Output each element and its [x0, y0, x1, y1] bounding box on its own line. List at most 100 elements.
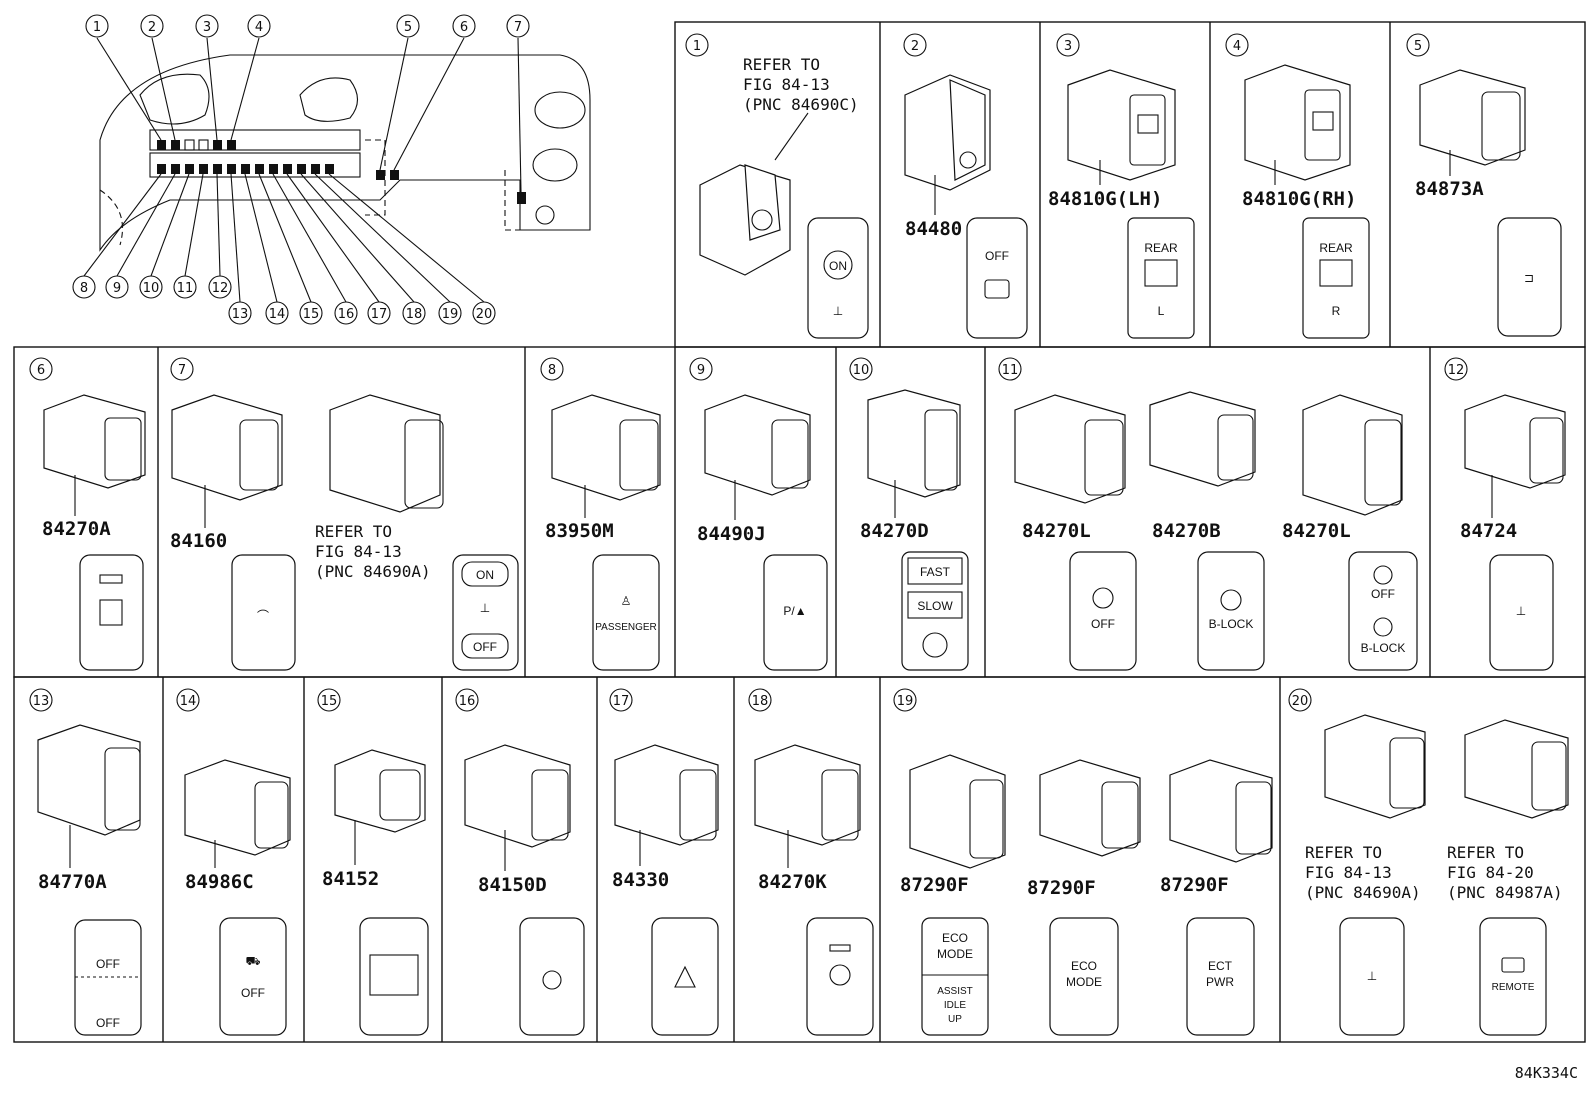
svg-text:10: 10 — [853, 363, 870, 378]
callout-16: 16 — [334, 301, 358, 325]
svg-text:87290F: 87290F — [1027, 877, 1096, 899]
switch-face: ⌒ — [231, 554, 296, 671]
svg-text:OFF: OFF — [241, 986, 265, 1000]
callout-14: 14 — [265, 301, 289, 325]
svg-text:REFER TO: REFER TO — [1305, 843, 1382, 862]
switch-face: ⊥ — [1489, 554, 1554, 671]
svg-text:19: 19 — [897, 694, 914, 709]
svg-text:20: 20 — [476, 307, 493, 322]
svg-text:P/▲: P/▲ — [783, 604, 806, 618]
svg-text:84270K: 84270K — [758, 871, 827, 893]
svg-text:REAR: REAR — [1144, 241, 1178, 255]
svg-text:8: 8 — [80, 281, 88, 296]
svg-text:B-LOCK: B-LOCK — [1361, 641, 1406, 655]
callout-2: 2 — [140, 14, 164, 38]
switch-illustration — [754, 744, 861, 846]
panel-5: 5 84873A ⊐ — [1406, 33, 1562, 337]
svg-text:MODE: MODE — [937, 947, 973, 961]
switch-face: ♙PASSENGER — [592, 554, 660, 671]
svg-text:84270L: 84270L — [1022, 520, 1091, 542]
switch-illustration — [699, 164, 791, 276]
svg-text:15: 15 — [321, 694, 338, 709]
switch-face-2: ON⊥OFF — [452, 554, 519, 671]
svg-text:FIG 84-13: FIG 84-13 — [1305, 863, 1392, 882]
callout-15: 15 — [299, 301, 323, 325]
svg-text:18: 18 — [752, 694, 769, 709]
switch-face — [79, 554, 144, 671]
switch-face-c: ECT PWR — [1186, 917, 1255, 1036]
svg-text:19: 19 — [442, 307, 459, 322]
switch-illustration — [614, 744, 719, 846]
switch-face-c: OFF B-LOCK — [1348, 551, 1418, 671]
switch-illustration — [464, 744, 571, 848]
svg-text:84873A: 84873A — [1415, 178, 1484, 200]
svg-text:17: 17 — [613, 694, 630, 709]
svg-text:8: 8 — [548, 363, 556, 378]
svg-text:84986C: 84986C — [185, 871, 254, 893]
panel-2: 2 84480 OFF — [903, 33, 1028, 339]
svg-text:⊥: ⊥ — [1367, 969, 1377, 983]
svg-text:84810G(RH): 84810G(RH) — [1242, 188, 1356, 210]
svg-text:IDLE: IDLE — [944, 1000, 967, 1011]
svg-text:⛟: ⛟ — [245, 954, 260, 968]
switch-illustration — [1419, 69, 1526, 166]
switch-face — [806, 917, 874, 1036]
switch-face-a: ⊥ — [1339, 917, 1405, 1036]
panel-1: 1 REFER TO FIG 84-13 (PNC 84690C) ON⊥ — [685, 33, 869, 339]
callout-1: 1 — [85, 14, 109, 38]
svg-text:84270L: 84270L — [1282, 520, 1351, 542]
callout-5: 5 — [396, 14, 420, 38]
svg-text:OFF: OFF — [96, 957, 120, 971]
svg-text:ECT: ECT — [1208, 959, 1233, 973]
callout-11: 11 — [173, 275, 197, 299]
svg-text:⌒: ⌒ — [257, 609, 269, 623]
svg-text:OFF: OFF — [1371, 587, 1395, 601]
svg-text:OFF: OFF — [473, 640, 497, 654]
svg-text:87290F: 87290F — [900, 874, 969, 896]
switch-face — [519, 917, 585, 1036]
panel-16: 16 84150D — [455, 688, 585, 1036]
svg-text:(PNC 84690C): (PNC 84690C) — [743, 95, 859, 114]
panel-7: 7 84160 ⌒ REFER TO FIG 84-13 (PNC 84690A… — [170, 357, 519, 671]
svg-text:84152: 84152 — [322, 868, 379, 890]
panel-20: 20 REFER TO FIG 84-13 (PNC 84690A) ⊥ REF… — [1288, 688, 1569, 1036]
svg-text:4: 4 — [255, 20, 263, 35]
switch-face — [651, 917, 719, 1036]
svg-text:FAST: FAST — [920, 565, 951, 579]
callout-12: 12 — [208, 275, 232, 299]
svg-text:12: 12 — [212, 281, 229, 296]
switch-illustration — [37, 724, 141, 836]
svg-text:ON: ON — [829, 259, 847, 273]
panel-9: 9 84490J P/▲ — [689, 357, 828, 671]
callout-3: 3 — [195, 14, 219, 38]
svg-text:REFER TO: REFER TO — [315, 522, 392, 541]
switch-illustration — [1244, 64, 1351, 181]
svg-text:⊥: ⊥ — [1516, 604, 1526, 618]
callout-7: 7 — [506, 14, 530, 38]
callout-18: 18 — [402, 301, 426, 325]
svg-text:FIG 84-20: FIG 84-20 — [1447, 863, 1534, 882]
switch-face-b: B-LOCK — [1197, 551, 1265, 671]
svg-text:PWR: PWR — [1206, 975, 1234, 989]
svg-text:⊥: ⊥ — [833, 304, 843, 318]
svg-text:16: 16 — [338, 307, 355, 322]
panel-18: 18 84270K — [748, 688, 874, 1036]
switch-illustration-c — [1302, 394, 1403, 516]
svg-text:(PNC 84987A): (PNC 84987A) — [1447, 883, 1563, 902]
svg-text:1: 1 — [693, 39, 701, 54]
svg-text:14: 14 — [180, 694, 197, 709]
svg-text:PASSENGER: PASSENGER — [595, 622, 657, 633]
svg-text:20: 20 — [1292, 694, 1309, 709]
svg-text:84480: 84480 — [905, 218, 962, 240]
svg-text:14: 14 — [269, 307, 286, 322]
svg-text:UP: UP — [948, 1014, 962, 1025]
svg-text:5: 5 — [1414, 39, 1422, 54]
svg-text:84724: 84724 — [1460, 520, 1517, 542]
svg-text:OFF: OFF — [1091, 617, 1115, 631]
